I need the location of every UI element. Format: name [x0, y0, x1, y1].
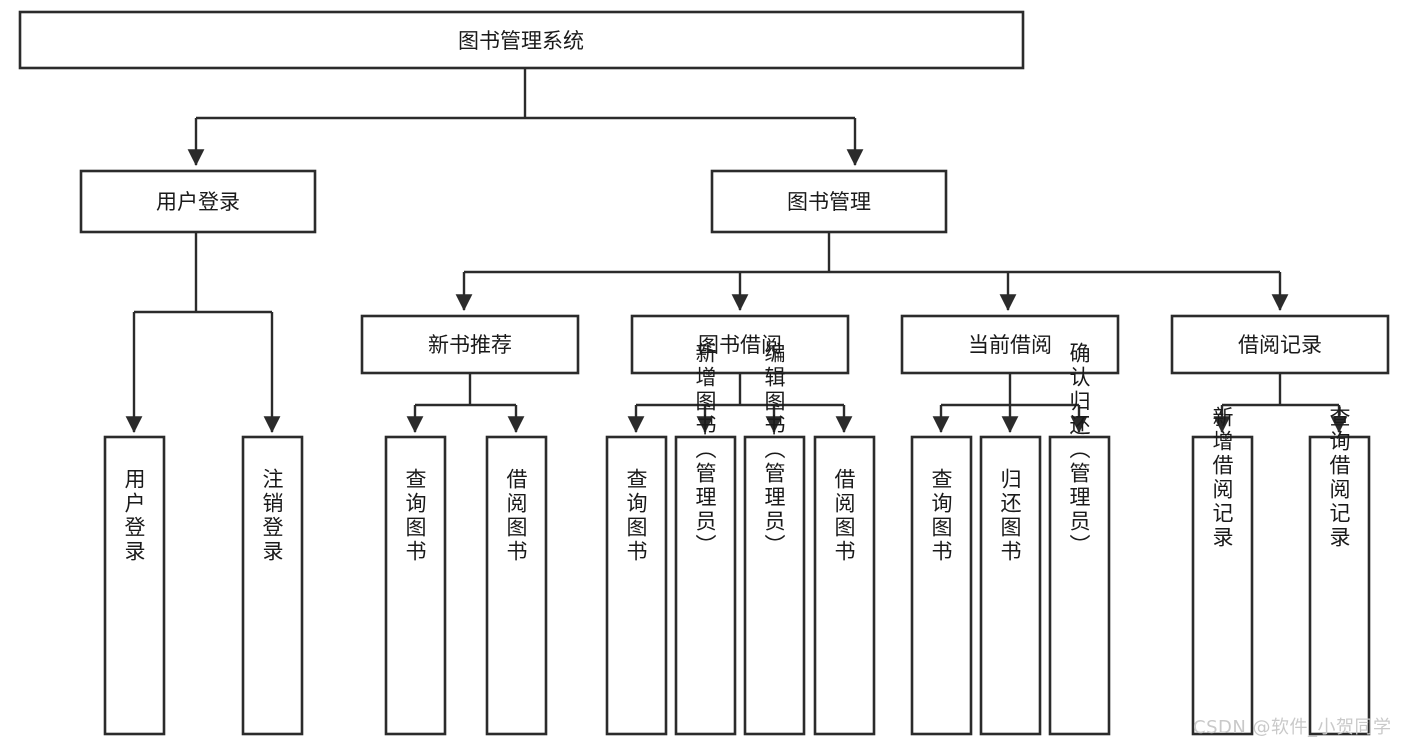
leaf-box[interactable]	[384, 435, 447, 736]
leaf-new-book-query[interactable]: 查询图书	[384, 435, 447, 736]
leaf-user-login-login[interactable]: 用户登录	[103, 435, 166, 736]
leaf-current-borrow-return[interactable]: 归还图书	[979, 435, 1042, 736]
leaf-box[interactable]	[1048, 435, 1111, 736]
leaf-label: 借阅图书	[832, 468, 856, 564]
leaf-label: 注销登录	[260, 468, 284, 564]
leaf-book-borrow-add[interactable]: 新增图书（管理员）	[674, 342, 737, 736]
leaf-label: 查询图书	[624, 468, 648, 564]
node-user-login-label: 用户登录	[156, 190, 240, 214]
node-book-borrow-box[interactable]	[630, 314, 850, 375]
leaf-box[interactable]	[241, 435, 304, 736]
node-root-box[interactable]	[18, 10, 1025, 70]
leaf-box[interactable]	[743, 435, 806, 736]
leaf-new-book-borrow[interactable]: 借阅图书	[485, 435, 548, 736]
leaf-borrow-record-add[interactable]: 新增借阅记录	[1191, 406, 1254, 736]
node-book-borrow-label: 图书借阅	[698, 333, 782, 357]
node-book-management-label: 图书管理	[787, 190, 871, 214]
leaf-box[interactable]	[910, 435, 973, 736]
node-borrow-record-box[interactable]	[1170, 314, 1390, 375]
leaf-box[interactable]	[605, 435, 668, 736]
leaf-label: 查询图书	[929, 468, 953, 564]
node-book-management[interactable]: 图书管理	[710, 169, 948, 234]
leaf-box[interactable]	[1191, 435, 1254, 736]
node-borrow-record-label: 借阅记录	[1238, 333, 1322, 357]
node-user-login[interactable]: 用户登录	[79, 169, 317, 234]
leaf-current-borrow-query[interactable]: 查询图书	[910, 435, 973, 736]
node-user-login-box[interactable]	[79, 169, 317, 234]
leaf-label: 新增借阅记录	[1210, 406, 1234, 550]
node-book-management-box[interactable]	[710, 169, 948, 234]
node-borrow-record[interactable]: 借阅记录	[1170, 314, 1390, 375]
leaf-box[interactable]	[1308, 435, 1371, 736]
leaf-label: 查询借阅记录	[1327, 406, 1351, 550]
node-book-borrow[interactable]: 图书借阅	[630, 314, 850, 375]
leaf-book-borrow-lend[interactable]: 借阅图书	[813, 435, 876, 736]
leaf-box[interactable]	[103, 435, 166, 736]
leaf-label: 确认归还（管理员）	[1067, 342, 1091, 558]
node-new-book-recommend-box[interactable]	[360, 314, 580, 375]
node-new-book-recommend[interactable]: 新书推荐	[360, 314, 580, 375]
leaf-box[interactable]	[485, 435, 548, 736]
leaf-label: 新增图书（管理员）	[693, 342, 717, 558]
leaf-book-borrow-edit[interactable]: 编辑图书（管理员）	[743, 342, 806, 736]
leaf-current-borrow-confirm[interactable]: 确认归还（管理员）	[1048, 342, 1111, 736]
node-current-borrow[interactable]: 当前借阅	[900, 314, 1120, 375]
node-current-borrow-label: 当前借阅	[968, 333, 1052, 357]
connector-layer	[125, 68, 1348, 434]
leaf-borrow-record-query[interactable]: 查询借阅记录	[1308, 406, 1371, 736]
leaf-label: 借阅图书	[504, 468, 528, 564]
node-current-borrow-box[interactable]	[900, 314, 1120, 375]
leaf-label: 编辑图书（管理员）	[762, 342, 786, 558]
leaf-user-login-logout[interactable]: 注销登录	[241, 435, 304, 736]
leaf-label: 归还图书	[998, 468, 1022, 564]
leaf-label: 查询图书	[403, 468, 427, 564]
node-root-label: 图书管理系统	[458, 29, 584, 53]
node-new-book-recommend-label: 新书推荐	[428, 333, 512, 357]
node-root-system[interactable]: 图书管理系统	[18, 10, 1025, 70]
leaf-box[interactable]	[979, 435, 1042, 736]
leaf-label: 用户登录	[122, 468, 146, 564]
leaf-book-borrow-query[interactable]: 查询图书	[605, 435, 668, 736]
leaf-box[interactable]	[674, 435, 737, 736]
leaf-box[interactable]	[813, 435, 876, 736]
